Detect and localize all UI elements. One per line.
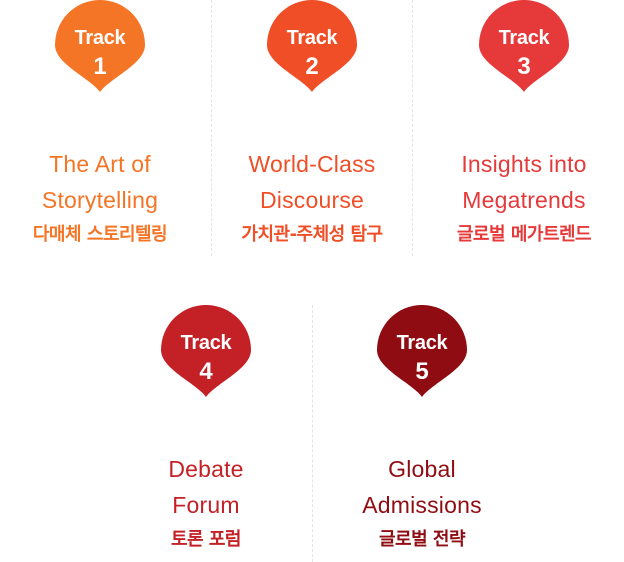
track-label: Track	[74, 27, 126, 49]
track-card-5: Track 5 Global Admissions 글로벌 전략	[322, 305, 522, 553]
divider-4-5	[312, 305, 313, 562]
track-label: Track	[286, 27, 338, 49]
track-title-line: Megatrends	[462, 187, 586, 213]
track-title-line: Storytelling	[41, 187, 159, 213]
track-title-line: Global	[388, 456, 456, 482]
map-pin-icon: Track 3	[476, 0, 572, 92]
track-label: Track	[498, 27, 550, 49]
track-title-line: Debate	[168, 456, 244, 482]
track-label: Track	[180, 332, 232, 354]
divider-1-2	[211, 0, 212, 256]
track-label: Track	[396, 332, 448, 354]
track-card-4: Track 4 Debate Forum 토론 포럼	[106, 305, 306, 553]
track-title: World-Class Discourse	[212, 146, 412, 218]
map-pin-icon: Track 4	[158, 305, 254, 397]
track-title: The Art of Storytelling	[0, 146, 200, 218]
track-title: Insights into Megatrends	[424, 146, 624, 218]
track-title-line: Insights into	[461, 151, 587, 177]
track-subtitle: 가치관-주체성 탐구	[241, 224, 383, 245]
divider-2-3	[412, 0, 413, 256]
track-number: 4	[199, 358, 213, 385]
track-card-2: Track 2 World-Class Discourse 가치관-주체성 탐구	[212, 0, 412, 248]
map-pin-icon: Track 2	[264, 0, 360, 92]
track-card-1: Track 1 The Art of Storytelling 다매체 스토리텔…	[0, 0, 200, 248]
track-card-3: Track 3 Insights into Megatrends 글로벌 메가트…	[424, 0, 624, 248]
map-pin-icon: Track 1	[52, 0, 148, 92]
track-title: Debate Forum	[106, 451, 306, 523]
track-title-line: Forum	[172, 492, 240, 518]
track-subtitle: 글로벌 전략	[378, 529, 466, 550]
track-number: 5	[415, 358, 429, 385]
track-number: 2	[305, 53, 319, 80]
track-subtitle: 다매체 스토리텔링	[32, 224, 168, 245]
track-title-line: World-Class	[248, 151, 376, 177]
track-title: Global Admissions	[322, 451, 522, 523]
track-number: 3	[517, 53, 531, 80]
map-pin-icon: Track 5	[374, 305, 470, 397]
track-title-line: Admissions	[362, 492, 482, 518]
track-number: 1	[93, 53, 107, 80]
track-subtitle: 토론 포럼	[170, 529, 242, 550]
track-subtitle: 글로벌 메가트렌드	[456, 224, 592, 245]
track-title-line: The Art of	[49, 151, 151, 177]
track-title-line: Discourse	[259, 187, 365, 213]
